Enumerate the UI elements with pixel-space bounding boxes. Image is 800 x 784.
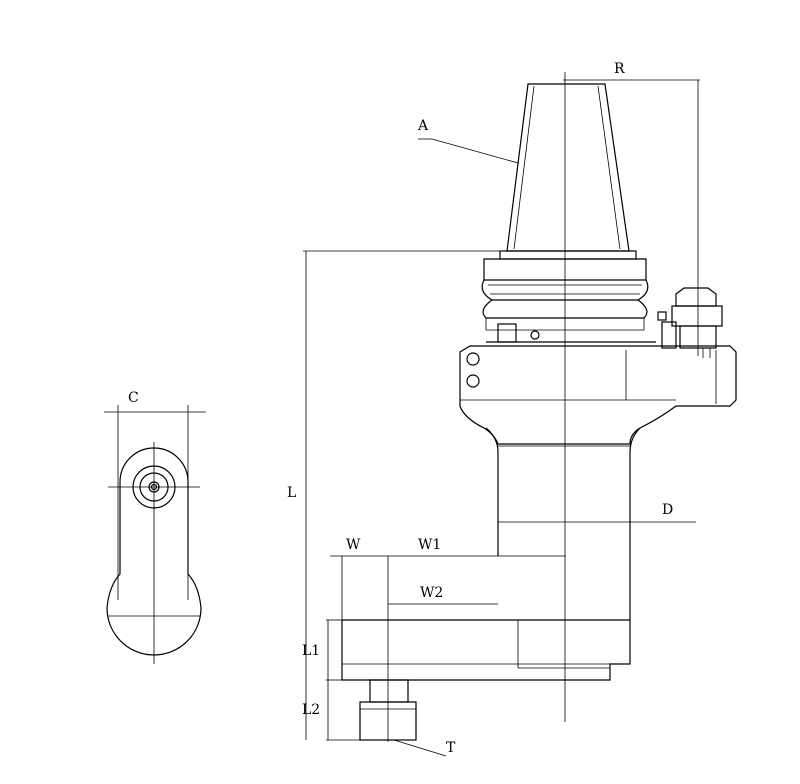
stop-lower [679, 325, 717, 349]
dim-l1-label: L1 [302, 643, 320, 659]
main-view: R A L [287, 61, 737, 757]
pin-hole [530, 330, 540, 340]
dim-d-label: D [662, 502, 673, 518]
leader-a [431, 138, 519, 164]
dim-w2-label: W2 [420, 585, 443, 601]
taper-inner-right [597, 85, 621, 250]
side-view: C [104, 390, 206, 664]
neck-left [485, 427, 499, 556]
label-a: A [417, 118, 429, 134]
indicator-hole-bottom [466, 374, 480, 388]
angle-head [341, 619, 631, 681]
neck-right [629, 427, 641, 620]
flange-groove [481, 279, 649, 301]
leader-t [393, 739, 447, 757]
indicator-hole-top [466, 352, 480, 366]
flange-lower-groove [482, 299, 648, 319]
dim-l-label: L [287, 485, 296, 501]
housing-body [459, 345, 737, 445]
dim-c-label: C [128, 390, 139, 406]
taper-inner-left [513, 85, 535, 250]
stop-block [497, 323, 517, 343]
stop-bracket [661, 321, 677, 349]
stop-screw [657, 311, 667, 321]
taper-collar [499, 250, 637, 260]
stop-head [675, 287, 717, 307]
dim-w1-label: W1 [418, 537, 441, 553]
tool-spindle [369, 679, 409, 703]
stop-body [671, 305, 723, 327]
label-t: T [446, 740, 456, 756]
dim-w-label: W [346, 537, 361, 553]
dim-l2-label: L2 [302, 702, 320, 718]
side-body-outline [106, 447, 202, 656]
taper-shank [506, 83, 630, 252]
dim-r-label: R [614, 61, 625, 77]
tool-nut [359, 701, 417, 741]
